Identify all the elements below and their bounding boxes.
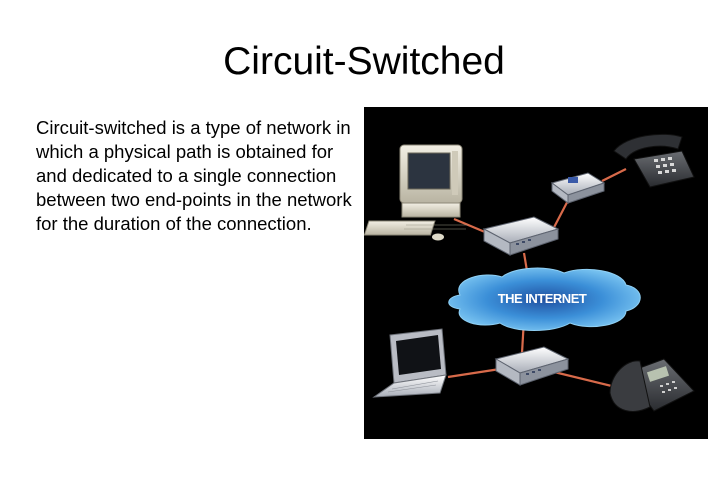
network-diagram-image: THE INTERNET <box>364 107 708 439</box>
desktop-computer-icon <box>364 144 468 241</box>
laptop-icon <box>372 328 447 398</box>
router-icon <box>482 216 560 256</box>
link-modem-phone <box>601 168 627 182</box>
ip-phone-icon <box>609 358 695 412</box>
modem-icon <box>494 346 570 386</box>
cloud-label: THE INTERNET <box>498 291 587 306</box>
desk-phone-icon <box>613 133 695 188</box>
link-laptop-modem <box>447 367 501 379</box>
network-diagram-svg: THE INTERNET <box>364 133 695 412</box>
slide-body-text: Circuit-switched is a type of network in… <box>36 116 352 236</box>
internet-cloud-icon: THE INTERNET <box>448 267 641 331</box>
body-paragraph: Circuit-switched is a type of network in… <box>36 117 352 234</box>
slide-title: Circuit-Switched <box>223 40 505 83</box>
modem-icon <box>550 172 606 204</box>
